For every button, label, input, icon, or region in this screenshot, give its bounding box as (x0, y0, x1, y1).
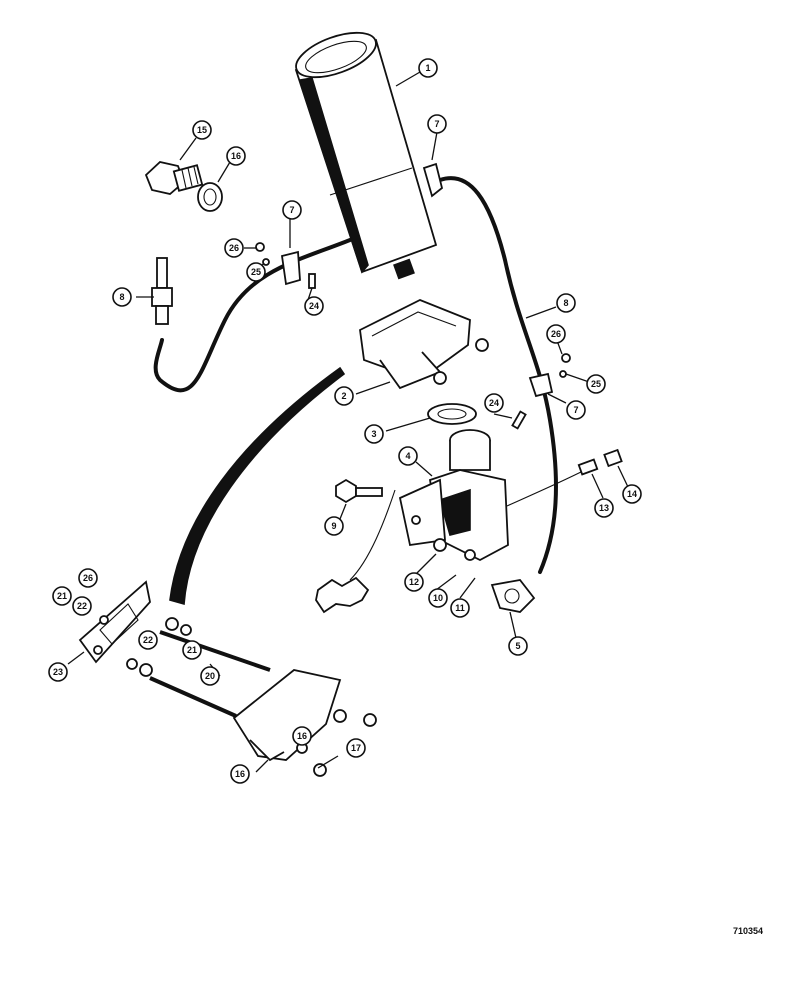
svg-text:7: 7 (289, 205, 294, 215)
svg-text:14: 14 (627, 489, 637, 499)
svg-text:3: 3 (371, 429, 376, 439)
svg-text:16: 16 (231, 151, 241, 161)
callout-16-bracket: 16 (230, 764, 250, 784)
callout-12: 12 (404, 572, 424, 592)
callout-26-left: 26 (224, 238, 244, 258)
callout-20: 20 (200, 666, 220, 686)
callout-5: 5 (508, 636, 528, 656)
svg-text:24: 24 (489, 398, 499, 408)
callout-7-top: 7 (427, 114, 447, 134)
svg-text:7: 7 (434, 119, 439, 129)
callout-25-right: 25 (586, 374, 606, 394)
callout-26-lower: 26 (78, 568, 98, 588)
callout-7-left: 7 (282, 200, 302, 220)
svg-text:20: 20 (205, 671, 215, 681)
drain-plug (144, 161, 204, 195)
svg-text:8: 8 (119, 292, 124, 302)
hose-right (438, 176, 558, 574)
callout-17: 17 (346, 738, 366, 758)
svg-text:24: 24 (309, 301, 319, 311)
svg-text:7: 7 (573, 405, 578, 415)
elbow-fitting (490, 579, 536, 613)
hose-clamp-right (528, 372, 554, 398)
callout-13: 13 (594, 498, 614, 518)
svg-text:11: 11 (455, 603, 465, 613)
callout-15: 15 (192, 120, 212, 140)
small-hardware (255, 242, 571, 430)
callout-24-left: 24 (304, 296, 324, 316)
callout-25-left: 25 (246, 262, 266, 282)
callout-24-right: 24 (484, 393, 504, 413)
svg-text:21: 21 (57, 591, 67, 601)
bolt (335, 478, 383, 504)
hose-clamp-left (280, 250, 301, 286)
svg-text:12: 12 (409, 577, 419, 587)
svg-text:15: 15 (197, 125, 207, 135)
callout-22-left: 22 (72, 596, 92, 616)
svg-text:16: 16 (297, 731, 307, 741)
callout-8-right: 8 (556, 293, 576, 313)
svg-text:10: 10 (433, 593, 443, 603)
svg-text:13: 13 (599, 503, 609, 513)
sealing-washer (197, 182, 223, 212)
svg-text:16: 16 (235, 769, 245, 779)
figure-reference-code: 710354 (733, 926, 764, 936)
callout-2: 2 (334, 386, 354, 406)
svg-text:8: 8 (563, 298, 568, 308)
callout-14: 14 (622, 484, 642, 504)
hose-left (153, 238, 352, 393)
callout-16-washer: 16 (292, 726, 312, 746)
star-knob (315, 576, 370, 614)
callout-9: 9 (324, 516, 344, 536)
svg-text:25: 25 (591, 379, 601, 389)
svg-text:9: 9 (331, 521, 336, 531)
callout-26-right: 26 (546, 324, 566, 344)
svg-text:2: 2 (341, 391, 346, 401)
callout-11: 11 (450, 598, 470, 618)
svg-text:26: 26 (83, 573, 93, 583)
hose-clamp-top (422, 162, 444, 198)
svg-text:22: 22 (77, 601, 87, 611)
svg-text:26: 26 (551, 329, 561, 339)
callout-21-mid: 21 (182, 640, 202, 660)
svg-text:4: 4 (405, 451, 410, 461)
fuel-line-small (497, 469, 586, 511)
valve-body (349, 429, 509, 581)
callout-10: 10 (428, 588, 448, 608)
callout-23: 23 (48, 662, 68, 682)
gasket (427, 403, 477, 425)
svg-text:22: 22 (143, 635, 153, 645)
callout-3: 3 (364, 424, 384, 444)
callout-22-mid: 22 (138, 630, 158, 650)
callout-8-left: 8 (112, 287, 132, 307)
svg-text:23: 23 (53, 667, 63, 677)
callout-1: 1 (418, 58, 438, 78)
hose-fitting-left (151, 257, 173, 325)
callout-21-left: 21 (52, 586, 72, 606)
callout-4: 4 (398, 446, 418, 466)
fuel-line-fittings (577, 448, 623, 476)
svg-text:26: 26 (229, 243, 239, 253)
svg-text:5: 5 (515, 641, 520, 651)
filter-canister (294, 31, 438, 280)
callout-16-plug: 16 (226, 146, 246, 166)
big-hose-sweep (169, 366, 346, 606)
lower-bracket-assembly (78, 580, 377, 777)
mounting-bracket-upper (359, 299, 489, 390)
svg-text:17: 17 (351, 743, 361, 753)
svg-text:25: 25 (251, 267, 261, 277)
callout-7-right: 7 (566, 400, 586, 420)
svg-text:21: 21 (187, 645, 197, 655)
svg-text:1: 1 (425, 63, 430, 73)
